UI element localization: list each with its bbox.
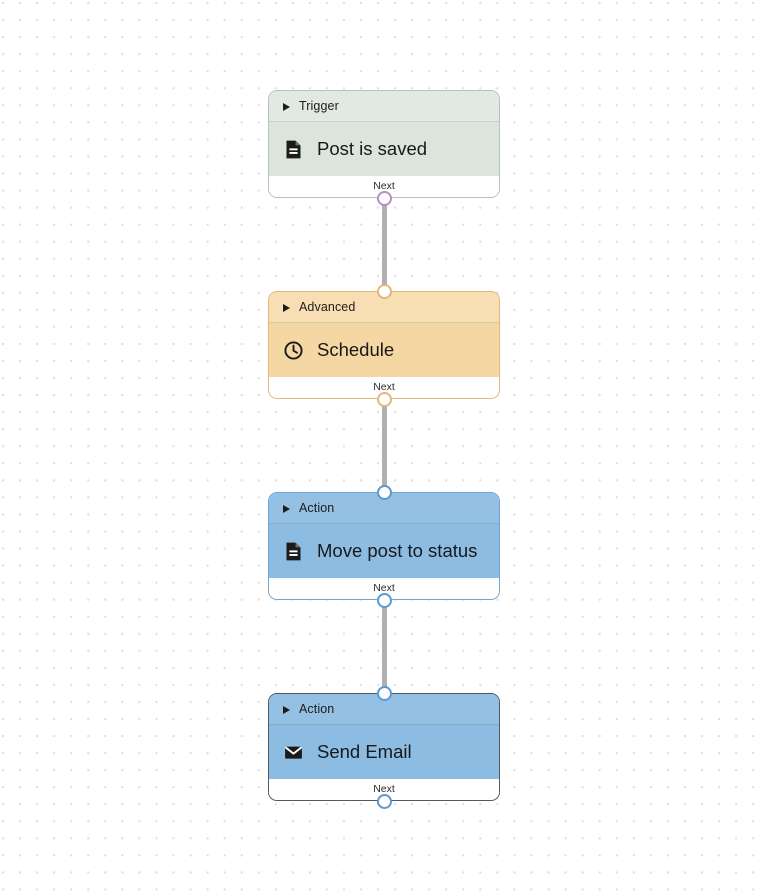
node-footer-label: Next [373, 582, 395, 595]
connector-trigger-to-advanced [381, 193, 387, 291]
node-footer-next[interactable]: Next [269, 377, 499, 398]
connector-action-move-to-action-email [381, 595, 387, 693]
node-footer-label: Next [373, 180, 395, 193]
node-footer-next[interactable]: Next [269, 578, 499, 599]
node-output-port[interactable] [376, 592, 392, 608]
node-type-label: Action [299, 501, 335, 516]
workflow-node-advanced[interactable]: Advanced Schedule Next [268, 283, 500, 407]
node-type-label: Advanced [299, 300, 356, 315]
node-output-port[interactable] [376, 190, 392, 206]
node-body-action[interactable]: Move post to status [269, 524, 499, 578]
document-icon [283, 541, 304, 562]
document-icon [283, 139, 304, 160]
clock-icon [283, 340, 304, 361]
chevron-right-icon[interactable] [283, 303, 290, 312]
chevron-right-icon[interactable] [283, 504, 290, 513]
node-footer-next[interactable]: Next [269, 176, 499, 197]
chevron-right-icon[interactable] [283, 705, 290, 714]
envelope-icon [283, 742, 304, 763]
node-type-label: Action [299, 702, 335, 717]
node-output-port[interactable] [376, 793, 392, 809]
node-output-port[interactable] [376, 391, 392, 407]
node-input-port[interactable] [376, 685, 392, 701]
node-footer-label: Next [373, 381, 395, 394]
node-title: Send Email [317, 741, 412, 762]
connector-advanced-to-action-move [381, 394, 387, 492]
workflow-node-action-send-email[interactable]: Action Send Email Next [268, 685, 500, 809]
node-header-trigger[interactable]: Trigger [269, 91, 499, 122]
node-type-label: Trigger [299, 99, 339, 114]
node-title: Schedule [317, 339, 395, 360]
workflow-node-trigger[interactable]: Trigger Post is saved Next [268, 90, 500, 206]
chevron-right-icon[interactable] [283, 102, 290, 111]
node-title: Post is saved [317, 138, 428, 159]
node-body-trigger[interactable]: Post is saved [269, 122, 499, 176]
node-title: Move post to status [317, 540, 478, 561]
node-input-port[interactable] [376, 484, 392, 500]
node-footer-next[interactable]: Next [269, 779, 499, 800]
node-body-action[interactable]: Send Email [269, 725, 499, 779]
node-footer-label: Next [373, 783, 395, 796]
workflow-node-action-move-post[interactable]: Action Move post to status Next [268, 484, 500, 608]
node-input-port[interactable] [376, 283, 392, 299]
node-body-advanced[interactable]: Schedule [269, 323, 499, 377]
